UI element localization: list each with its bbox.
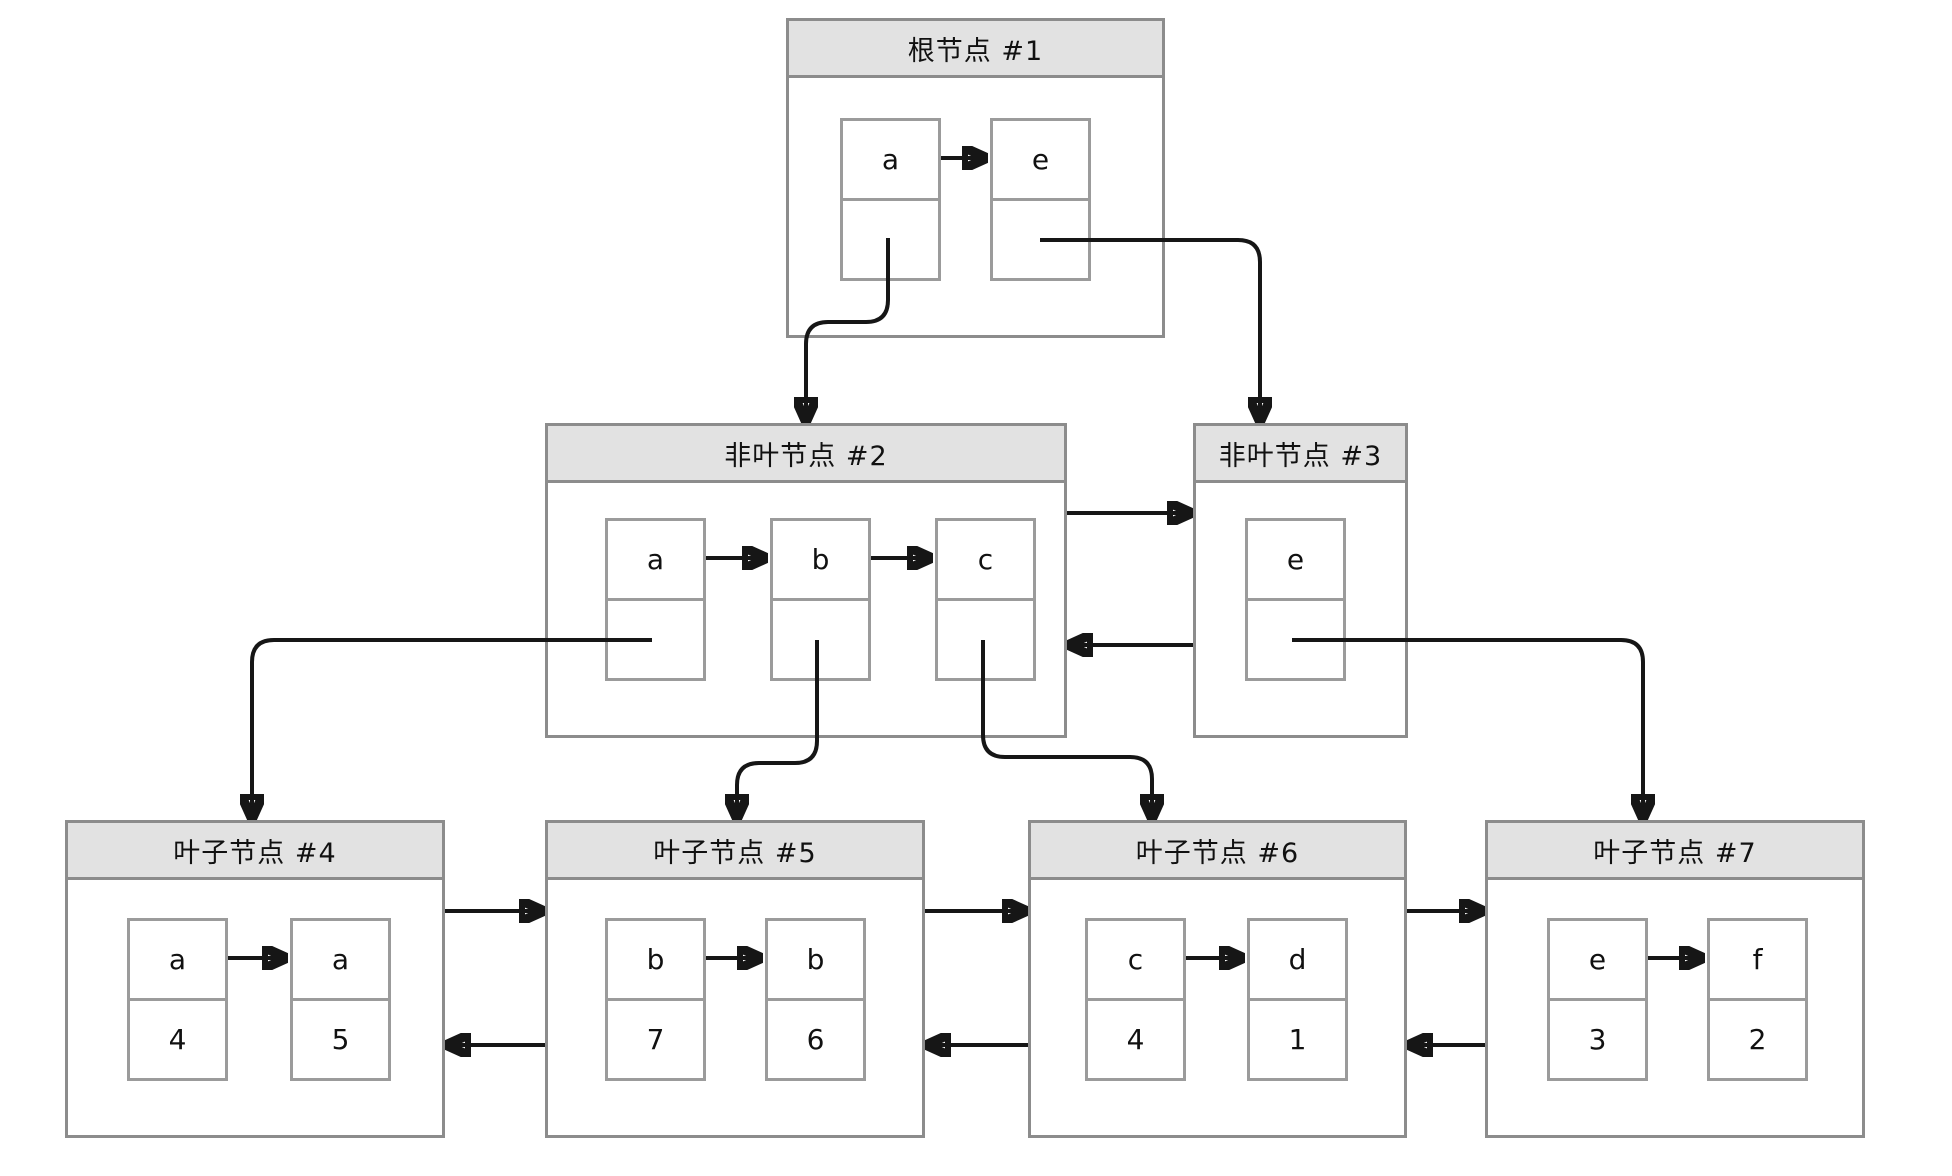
cell-key: b	[765, 918, 866, 1001]
record-cell: d 1	[1247, 918, 1348, 1081]
cell-key: c	[935, 518, 1036, 601]
record-cell: b 6	[765, 918, 866, 1081]
cell-value: 2	[1707, 998, 1808, 1081]
key-cell: e	[990, 118, 1091, 281]
cell-key: c	[1085, 918, 1186, 1001]
cell-key: e	[1245, 518, 1346, 601]
node-title: 根节点 #1	[789, 21, 1162, 78]
key-cell: e	[1245, 518, 1346, 681]
record-cell: b 7	[605, 918, 706, 1081]
record-cell: f 2	[1707, 918, 1808, 1081]
cell-key: f	[1707, 918, 1808, 1001]
key-cell: a	[605, 518, 706, 681]
node-leaf-5: 叶子节点 #5 b 7 b 6	[545, 820, 925, 1138]
cell-value: 6	[765, 998, 866, 1081]
key-cell: a	[840, 118, 941, 281]
record-cell: c 4	[1085, 918, 1186, 1081]
record-cell: a 4	[127, 918, 228, 1081]
node-title: 叶子节点 #4	[68, 823, 442, 880]
node-title: 叶子节点 #6	[1031, 823, 1404, 880]
cell-key: e	[990, 118, 1091, 201]
cell-key: a	[605, 518, 706, 601]
node-leaf-6: 叶子节点 #6 c 4 d 1	[1028, 820, 1407, 1138]
key-cell: c	[935, 518, 1036, 681]
node-title: 叶子节点 #7	[1488, 823, 1862, 880]
cell-key: a	[840, 118, 941, 201]
node-leaf-4: 叶子节点 #4 a 4 a 5	[65, 820, 445, 1138]
cell-pointer	[770, 598, 871, 681]
cell-pointer	[990, 198, 1091, 281]
record-cell: e 3	[1547, 918, 1648, 1081]
record-cell: a 5	[290, 918, 391, 1081]
node-internal-3: 非叶节点 #3 e	[1193, 423, 1408, 738]
cell-pointer	[840, 198, 941, 281]
cell-key: b	[770, 518, 871, 601]
cell-value: 4	[127, 998, 228, 1081]
cell-value: 4	[1085, 998, 1186, 1081]
node-internal-2: 非叶节点 #2 a b c	[545, 423, 1067, 738]
cell-pointer	[605, 598, 706, 681]
cell-value: 5	[290, 998, 391, 1081]
cell-key: a	[290, 918, 391, 1001]
node-root-1: 根节点 #1 a e	[786, 18, 1165, 338]
key-cell: b	[770, 518, 871, 681]
cell-pointer	[935, 598, 1036, 681]
cell-key: b	[605, 918, 706, 1001]
cell-key: a	[127, 918, 228, 1001]
cell-value: 3	[1547, 998, 1648, 1081]
cell-key: e	[1547, 918, 1648, 1001]
node-leaf-7: 叶子节点 #7 e 3 f 2	[1485, 820, 1865, 1138]
cell-value: 7	[605, 998, 706, 1081]
cell-pointer	[1245, 598, 1346, 681]
node-title: 叶子节点 #5	[548, 823, 922, 880]
cell-value: 1	[1247, 998, 1348, 1081]
node-title: 非叶节点 #3	[1196, 426, 1405, 483]
cell-key: d	[1247, 918, 1348, 1001]
node-title: 非叶节点 #2	[548, 426, 1064, 483]
